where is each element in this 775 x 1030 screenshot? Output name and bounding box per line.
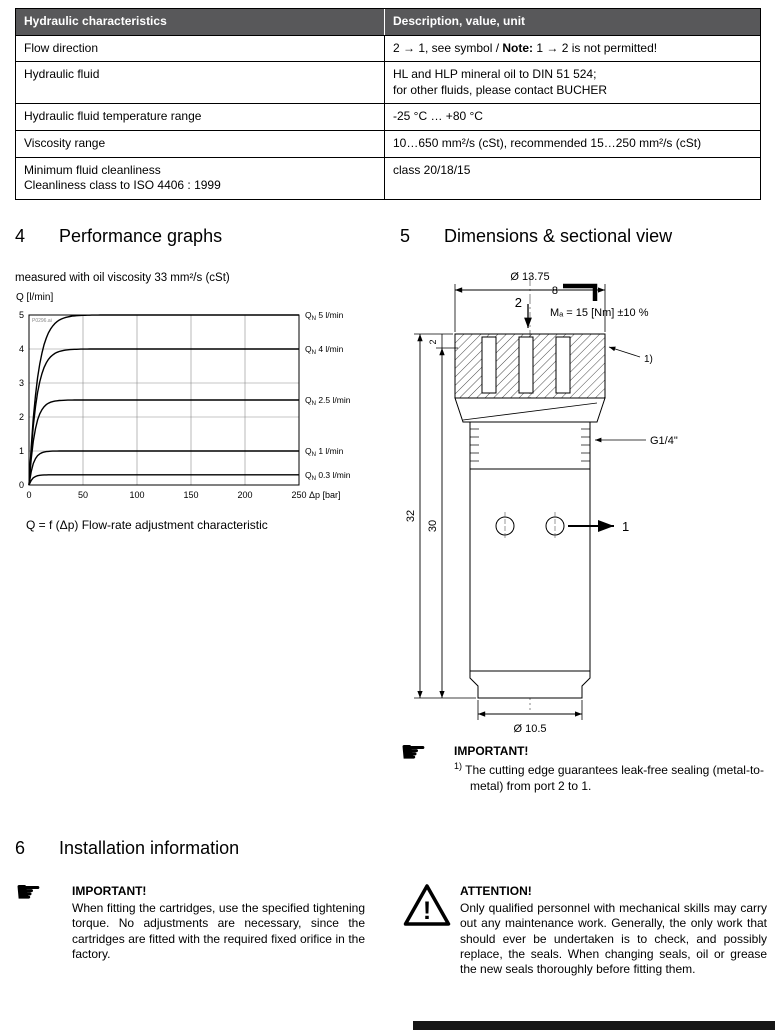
footnote-text: The cutting edge guarantees leak-free se… <box>465 763 764 793</box>
table-row: Minimum fluid cleanliness Cleanliness cl… <box>16 156 760 199</box>
flow-rate-chart: 0 50 100 150 200 250 0 1 2 3 4 5 Δp [bar] P0296.ai QN … <box>19 310 351 500</box>
thread-label: G1/4" <box>650 435 678 447</box>
table-row: Flow direction 2 → 1, see symbol / Note:… <box>16 34 760 62</box>
table-header-row: Hydraulic characteristics Description, v… <box>16 9 760 35</box>
table-header-description: Description, value, unit <box>393 14 526 28</box>
dim-length-2-label: 2 <box>428 339 438 344</box>
section-title: Installation information <box>59 838 240 858</box>
cap-slot <box>481 336 497 394</box>
pointing-hand-icon: ☛ <box>400 735 427 770</box>
row-label: Viscosity range <box>16 130 385 157</box>
series-label: QN 4 l/min <box>305 344 344 356</box>
svg-text:50: 50 <box>78 490 88 500</box>
viscosity-note: measured with oil viscosity 33 mm²/s (cS… <box>15 272 230 284</box>
value-note-bold: Note: <box>502 40 534 55</box>
svg-text:4: 4 <box>19 344 24 354</box>
spec-table: Hydraulic characteristics Description, v… <box>15 8 761 200</box>
svg-text:150: 150 <box>183 490 198 500</box>
svg-text:!: ! <box>423 897 431 925</box>
table-row: Viscosity range 10…650 mm²/s (cSt), reco… <box>16 129 760 157</box>
row-value: 10…650 mm²/s (cSt), recommended 15…250 m… <box>393 135 702 150</box>
series-label: QN 5 l/min <box>305 310 344 322</box>
footnote-leader <box>608 346 641 358</box>
row-label: Hydraulic fluid temperature range <box>16 104 385 130</box>
section-4-heading: 4 Performance graphs <box>15 226 222 247</box>
important-note: ☛ IMPORTANT! When fitting the cartridges… <box>15 878 370 962</box>
label-line: Minimum fluid cleanliness <box>24 162 161 177</box>
dim-bottom-diameter-label: Ø 10.5 <box>513 723 546 735</box>
footer-bar <box>413 1021 775 1030</box>
row-label: Minimum fluid cleanliness Cleanliness cl… <box>16 157 385 199</box>
svg-text:5: 5 <box>19 310 24 320</box>
cap-slot <box>555 336 571 394</box>
cutting-edge-note: ☛ IMPORTANT! 1) The cutting edge guarant… <box>400 738 772 794</box>
row-label: Hydraulic fluid <box>16 62 385 104</box>
svg-text:100: 100 <box>129 490 144 500</box>
tightening-torque-label: Mₐ = 15 [Nm] ±10 % <box>550 307 649 319</box>
table-header-characteristics: Hydraulic characteristics <box>16 9 385 35</box>
valve-tip <box>469 670 591 699</box>
svg-text:250: 250 <box>291 490 306 500</box>
table-row: Hydraulic fluid temperature range -25 °C… <box>16 103 760 130</box>
row-value: 2 → 1, see symbol / Note: 1 → 2 is not p… <box>385 36 760 62</box>
table-row: Hydraulic fluid HL and HLP mineral oil t… <box>16 61 760 104</box>
series-label: QN 2.5 l/min <box>305 395 351 407</box>
cap-slope-line <box>462 402 598 421</box>
note-text: Only qualified personnel with mechanical… <box>460 901 767 977</box>
valve-body <box>469 468 591 672</box>
section-title: Dimensions & sectional view <box>444 226 673 246</box>
thread-section <box>469 421 591 470</box>
port-1-label: 1 <box>622 519 629 534</box>
hex-key-icon <box>563 283 598 301</box>
attention-note: ! ATTENTION! Only qualified personnel wi… <box>403 884 771 978</box>
row-label: Flow direction <box>16 35 385 62</box>
row-value: class 20/18/15 <box>393 162 471 177</box>
section-5-heading: 5 Dimensions & sectional view <box>400 226 672 247</box>
value-line: HL and HLP mineral oil to DIN 51 524; <box>393 67 597 82</box>
svg-text:0: 0 <box>19 480 24 490</box>
port-2-label: 2 <box>515 295 522 310</box>
value-text: 1 → 2 is not permitted! <box>533 40 658 55</box>
chart-caption: Q = f (Δp) Flow-rate adjustment characte… <box>26 518 268 532</box>
footnote-ref: 1) <box>454 761 463 771</box>
dim-length-30-label: 30 <box>427 520 439 532</box>
performance-chart: Q [l/min] 0 50 100 150 200 250 0 1 2 3 4 5 Δp [bar] P… <box>15 292 387 518</box>
label-line: Cleanliness class to ISO 4406 : 1999 <box>24 178 221 193</box>
section-number: 5 <box>400 226 411 246</box>
row-value: -25 °C … +80 °C <box>393 109 483 124</box>
thread-lines <box>470 428 590 462</box>
svg-text:1: 1 <box>19 446 24 456</box>
series-label: QN 1 l/min <box>305 446 344 458</box>
svg-text:P0296.ai: P0296.ai <box>32 318 52 324</box>
svg-text:Δp [bar]: Δp [bar] <box>309 490 341 500</box>
section-title: Performance graphs <box>59 226 223 246</box>
chart-y-axis-label: Q [l/min] <box>16 292 54 303</box>
note-text: 1) The cutting edge guarantees leak-free… <box>454 761 772 794</box>
note-title: ATTENTION! <box>460 884 532 898</box>
value-line: for other fluids, please contact BUCHER <box>393 82 608 97</box>
svg-text:200: 200 <box>237 490 252 500</box>
section-6-heading: 6 Installation information <box>15 838 239 859</box>
pointing-hand-icon: ☛ <box>15 875 42 910</box>
warning-triangle-icon: ! <box>403 882 451 931</box>
dim-top-diameter-label: Ø 13.75 <box>510 271 549 283</box>
note-text: When fitting the cartridges, use the spe… <box>72 901 365 962</box>
section-number: 6 <box>15 838 26 858</box>
dim-length-32-label: 32 <box>405 510 417 522</box>
row-value: HL and HLP mineral oil to DIN 51 524; fo… <box>385 62 760 103</box>
hex-size-label: 8 <box>552 285 558 297</box>
value-text: 2 → 1, see symbol / <box>393 40 503 55</box>
footnote-ref-label: 1) <box>644 354 653 365</box>
svg-text:3: 3 <box>19 378 24 388</box>
note-title: IMPORTANT! <box>72 884 147 898</box>
cap-slot <box>518 336 534 394</box>
note-title: IMPORTANT! <box>454 744 529 758</box>
section-number: 4 <box>15 226 26 246</box>
svg-text:2: 2 <box>19 412 24 422</box>
svg-text:0: 0 <box>26 490 31 500</box>
series-label: QN 0.3 l/min <box>305 470 351 482</box>
sectional-view-drawing: Ø 13.75 2 8 Mₐ = 15 [Nm] ±10 % 1) G1/4" … <box>405 271 678 735</box>
